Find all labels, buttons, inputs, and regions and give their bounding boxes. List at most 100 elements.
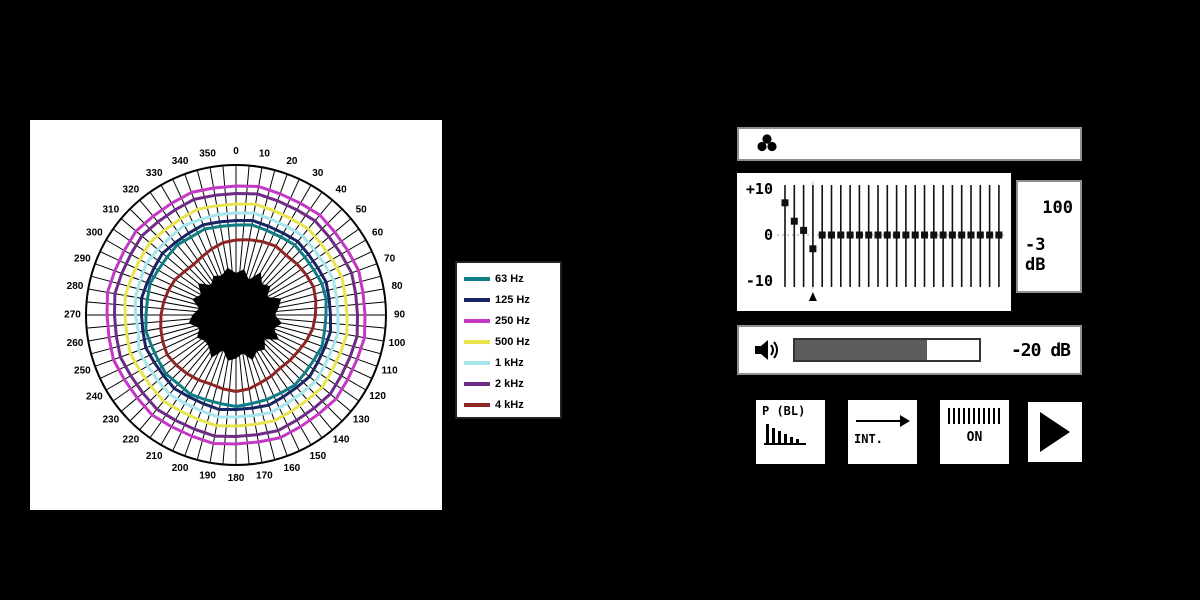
angle-label: 260 (67, 338, 84, 349)
eq-band-handle[interactable] (986, 231, 994, 239)
legend-label: 2 kHz (495, 377, 524, 390)
int-label: INT. (854, 432, 883, 446)
angle-label: 210 (146, 451, 163, 462)
device-button-row: P (BL) INT. ON (753, 397, 1012, 467)
eq-band-handle[interactable] (958, 231, 966, 239)
angle-label: 110 (382, 365, 399, 376)
angle-label: 200 (172, 463, 189, 474)
eq-readout-top: 100 (1042, 198, 1073, 219)
comb-icon (947, 408, 1002, 424)
angle-label: 50 (356, 204, 368, 215)
eq-band-handle[interactable] (828, 231, 835, 239)
legend-item: 250 Hz (464, 310, 560, 331)
eq-band-handle[interactable] (800, 226, 808, 234)
angle-label: 290 (74, 254, 91, 265)
eq-band-handle[interactable] (995, 231, 1003, 239)
int-button[interactable]: INT. (845, 397, 920, 467)
eq-band-handle[interactable] (911, 231, 919, 239)
legend-item: 2 kHz (464, 373, 560, 394)
angle-label: 70 (384, 254, 396, 265)
bar-levels-icon (764, 424, 806, 446)
eq-band-handle[interactable] (883, 231, 891, 239)
angle-label: 120 (369, 391, 386, 402)
legend-label: 500 Hz (495, 335, 530, 348)
eq-band-handle[interactable] (837, 231, 845, 239)
on-button[interactable]: ON (937, 397, 1012, 467)
angle-label: 350 (199, 149, 216, 160)
program-bl-button[interactable]: P (BL) (753, 397, 828, 467)
eq-band-handle[interactable] (809, 245, 817, 253)
volume-bar[interactable] (793, 338, 981, 362)
angle-label: 240 (86, 391, 103, 402)
angle-label: 220 (123, 435, 140, 446)
ring-500-hz (123, 202, 349, 428)
angle-label: 310 (102, 204, 119, 215)
legend-label: 1 kHz (495, 356, 524, 369)
angle-label: 330 (146, 168, 163, 179)
eq-band-handle[interactable] (855, 231, 863, 239)
legend-item: 1 kHz (464, 352, 560, 373)
eq-band-handle[interactable] (976, 231, 984, 239)
legend-swatch (464, 381, 490, 386)
eq-band-handle[interactable] (930, 231, 938, 239)
angle-label: 160 (284, 463, 301, 474)
legend-label: 63 Hz (495, 272, 524, 285)
legend-swatch (464, 360, 490, 365)
legend-item: 500 Hz (464, 331, 560, 352)
play-button[interactable] (1028, 402, 1082, 462)
eq-band-handle[interactable] (781, 199, 789, 207)
ring-4-khz (159, 238, 318, 393)
eq-band-handle[interactable] (967, 231, 975, 239)
eq-band-marker-icon (808, 292, 817, 301)
angle-label: 80 (391, 281, 403, 292)
angle-label: 340 (172, 156, 189, 167)
angle-label: 30 (312, 168, 324, 179)
ring-125-hz (140, 219, 332, 411)
angle-label: 280 (67, 281, 84, 292)
angle-label: 10 (259, 149, 271, 160)
eq-band-handle[interactable] (921, 231, 928, 239)
speaker-icon[interactable] (753, 338, 781, 362)
eq-band-handle[interactable] (902, 231, 910, 239)
play-triangle-icon (1040, 412, 1070, 452)
eq-band-handle[interactable] (790, 217, 798, 225)
angle-label: 230 (102, 415, 119, 426)
legend-label: 250 Hz (495, 314, 530, 327)
eq-axis-label: 0 (764, 226, 773, 244)
eq-band-handle[interactable] (893, 231, 901, 239)
eq-readout-bottom: -3 dB (1025, 234, 1046, 275)
legend-item: 125 Hz (464, 289, 560, 310)
legend-swatch (464, 276, 490, 281)
legend-swatch (464, 318, 490, 323)
legend-label: 125 Hz (495, 293, 530, 306)
angle-label: 170 (256, 471, 273, 482)
eq-band-handle[interactable] (865, 231, 873, 239)
eq-band-handle[interactable] (874, 231, 882, 239)
polar-center-blob (188, 267, 282, 361)
volume-panel: -20 dB (737, 325, 1082, 375)
equalizer[interactable]: +100-10 (737, 173, 1011, 307)
eq-band-handle[interactable] (948, 231, 956, 239)
legend-swatch (464, 339, 490, 344)
eq-band-handle[interactable] (939, 231, 947, 239)
volume-fill (795, 340, 928, 360)
ring-63-hz (144, 223, 328, 408)
angle-label: 320 (123, 184, 140, 195)
ring-250-hz (105, 184, 367, 446)
on-label: ON (966, 430, 983, 445)
angle-label: 130 (353, 415, 370, 426)
polar-outer-circle (85, 164, 387, 466)
program-bar[interactable] (737, 127, 1082, 161)
eq-band-handle[interactable] (846, 231, 854, 239)
angle-label: 150 (309, 451, 326, 462)
angle-label: 90 (394, 310, 406, 321)
ring-2-khz (113, 192, 359, 438)
legend-swatch (464, 297, 490, 302)
eq-band-handle[interactable] (818, 231, 826, 239)
